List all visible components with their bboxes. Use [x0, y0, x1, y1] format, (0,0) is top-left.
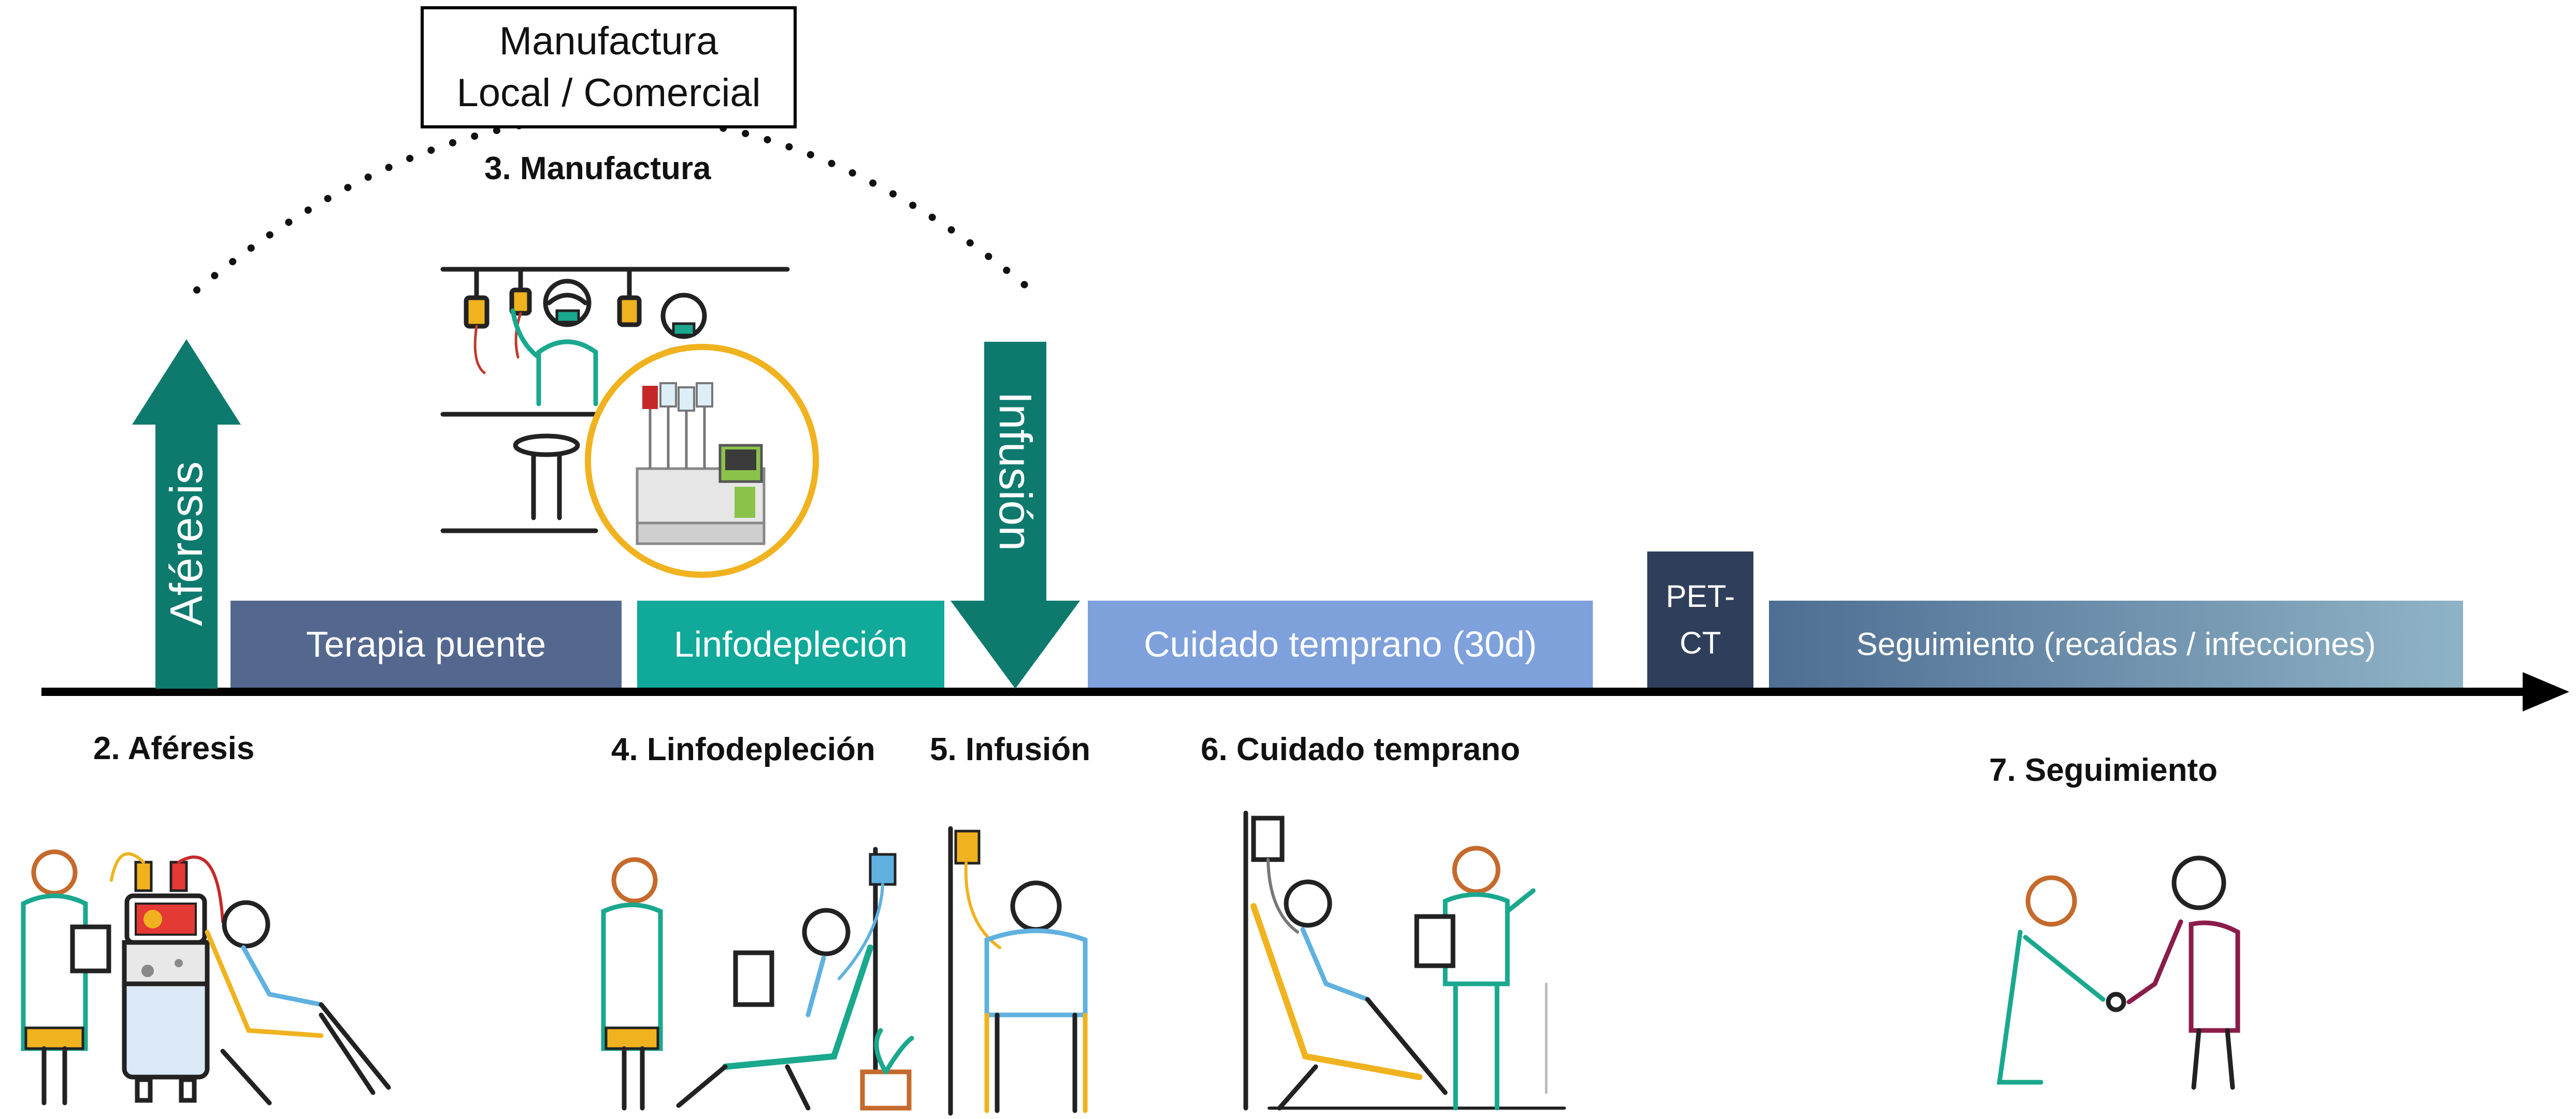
apheresis-up-arrow: [132, 339, 241, 689]
step-title-apheresis: 2. Aféresis: [93, 731, 255, 766]
pet-ct-label-line2: CT: [1679, 625, 1721, 660]
step-title-follow-up: 7. Seguimiento: [1989, 752, 2218, 788]
bioreactor-circle-illustration: [585, 344, 819, 578]
follow-up-illustration: [1996, 855, 2240, 1090]
bridging-therapy-bar: [231, 601, 622, 688]
step-title-manufacturing: 3. Manufactura: [484, 151, 711, 186]
manufacturing-box-line2: Local / Comercial: [456, 71, 761, 115]
lymphodepletion-label: Linfodepleción: [673, 624, 908, 664]
manufacturing-box: [421, 6, 797, 128]
timeline-axis: [41, 672, 2569, 711]
step-title-early-care: 6. Cuidado temprano: [1201, 732, 1520, 767]
lymphodepletion-bar: [637, 601, 944, 688]
early-care-illustration: [1243, 810, 1566, 1111]
infusion-arrow-label: Infusión: [990, 391, 1041, 551]
infusion-illustration: [948, 826, 1088, 1116]
pet-ct-box: [1647, 551, 1753, 688]
apheresis-arrow-label: Aféresis: [161, 461, 212, 626]
lab-illustration: [440, 267, 790, 533]
manufacturing-box-text: Manufactura Local / Comercial: [422, 8, 795, 127]
step-title-lymphodepletion: 4. Linfodepleción: [611, 732, 875, 767]
follow-up-label: Seguimiento (recaídas / infecciones): [1856, 626, 2376, 662]
step-title-infusion: 5. Infusión: [930, 732, 1090, 767]
manufacturing-arc: [193, 113, 1034, 294]
infusion-down-arrow: [951, 342, 1080, 689]
bridging-therapy-label: Terapia puente: [306, 624, 546, 664]
apheresis-illustration: [21, 849, 391, 1106]
manufacturing-box-line1: Manufactura: [499, 19, 718, 63]
lymphodepletion-illustration: [601, 847, 914, 1111]
pet-ct-label-line1: PET-: [1665, 578, 1735, 614]
early-care-bar: [1088, 601, 1593, 688]
follow-up-bar: [1769, 601, 2463, 688]
early-care-label: Cuidado temprano (30d): [1144, 624, 1537, 664]
pet-ct-label: PET- CT: [1647, 551, 1753, 688]
